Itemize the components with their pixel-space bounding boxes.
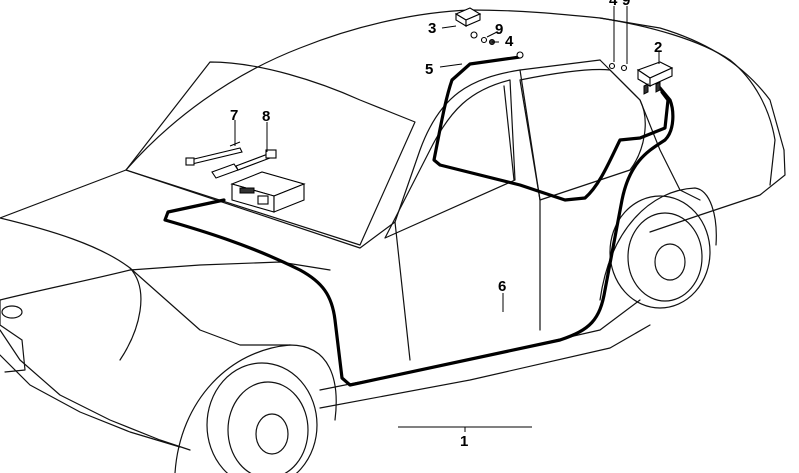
- roof-antenna-part-3: [454, 7, 482, 27]
- windshield-outline: [125, 61, 416, 246]
- callout-part-9-roof: 9: [495, 21, 503, 38]
- side-windows-outline: [384, 68, 646, 239]
- callout-labels: 3 9 4 5 2 4 9 7 8 6 1: [230, 0, 662, 450]
- callout-part-2: 2: [654, 39, 662, 56]
- radio-receiver-unit: [230, 171, 306, 213]
- connecting-cable-part-7: [185, 141, 243, 166]
- leader-lines: [234, 6, 660, 432]
- rear-hardware-parts-4-9: [608, 62, 628, 72]
- antenna-amplifier-part-2: [636, 61, 674, 95]
- callout-part-1: 1: [460, 433, 468, 450]
- rear-wheel: [599, 187, 717, 309]
- front-wheel: [174, 344, 337, 473]
- cable-connector-roof: [516, 51, 524, 59]
- callout-part-9-rear: 9: [622, 0, 630, 9]
- callout-part-5: 5: [425, 61, 433, 78]
- antenna-cable-5: [432, 55, 670, 202]
- callout-part-7: 7: [230, 107, 238, 124]
- callout-part-4-rear: 4: [609, 0, 618, 9]
- adapter-cable-part-8: [211, 149, 277, 179]
- callout-part-8: 8: [262, 108, 270, 125]
- callout-part-3: 3: [428, 20, 436, 37]
- callout-part-4-roof: 4: [505, 33, 514, 50]
- antenna-cable-6: [163, 86, 675, 387]
- roof-hardware-parts-9-4: [470, 31, 495, 45]
- callout-part-6: 6: [498, 278, 506, 295]
